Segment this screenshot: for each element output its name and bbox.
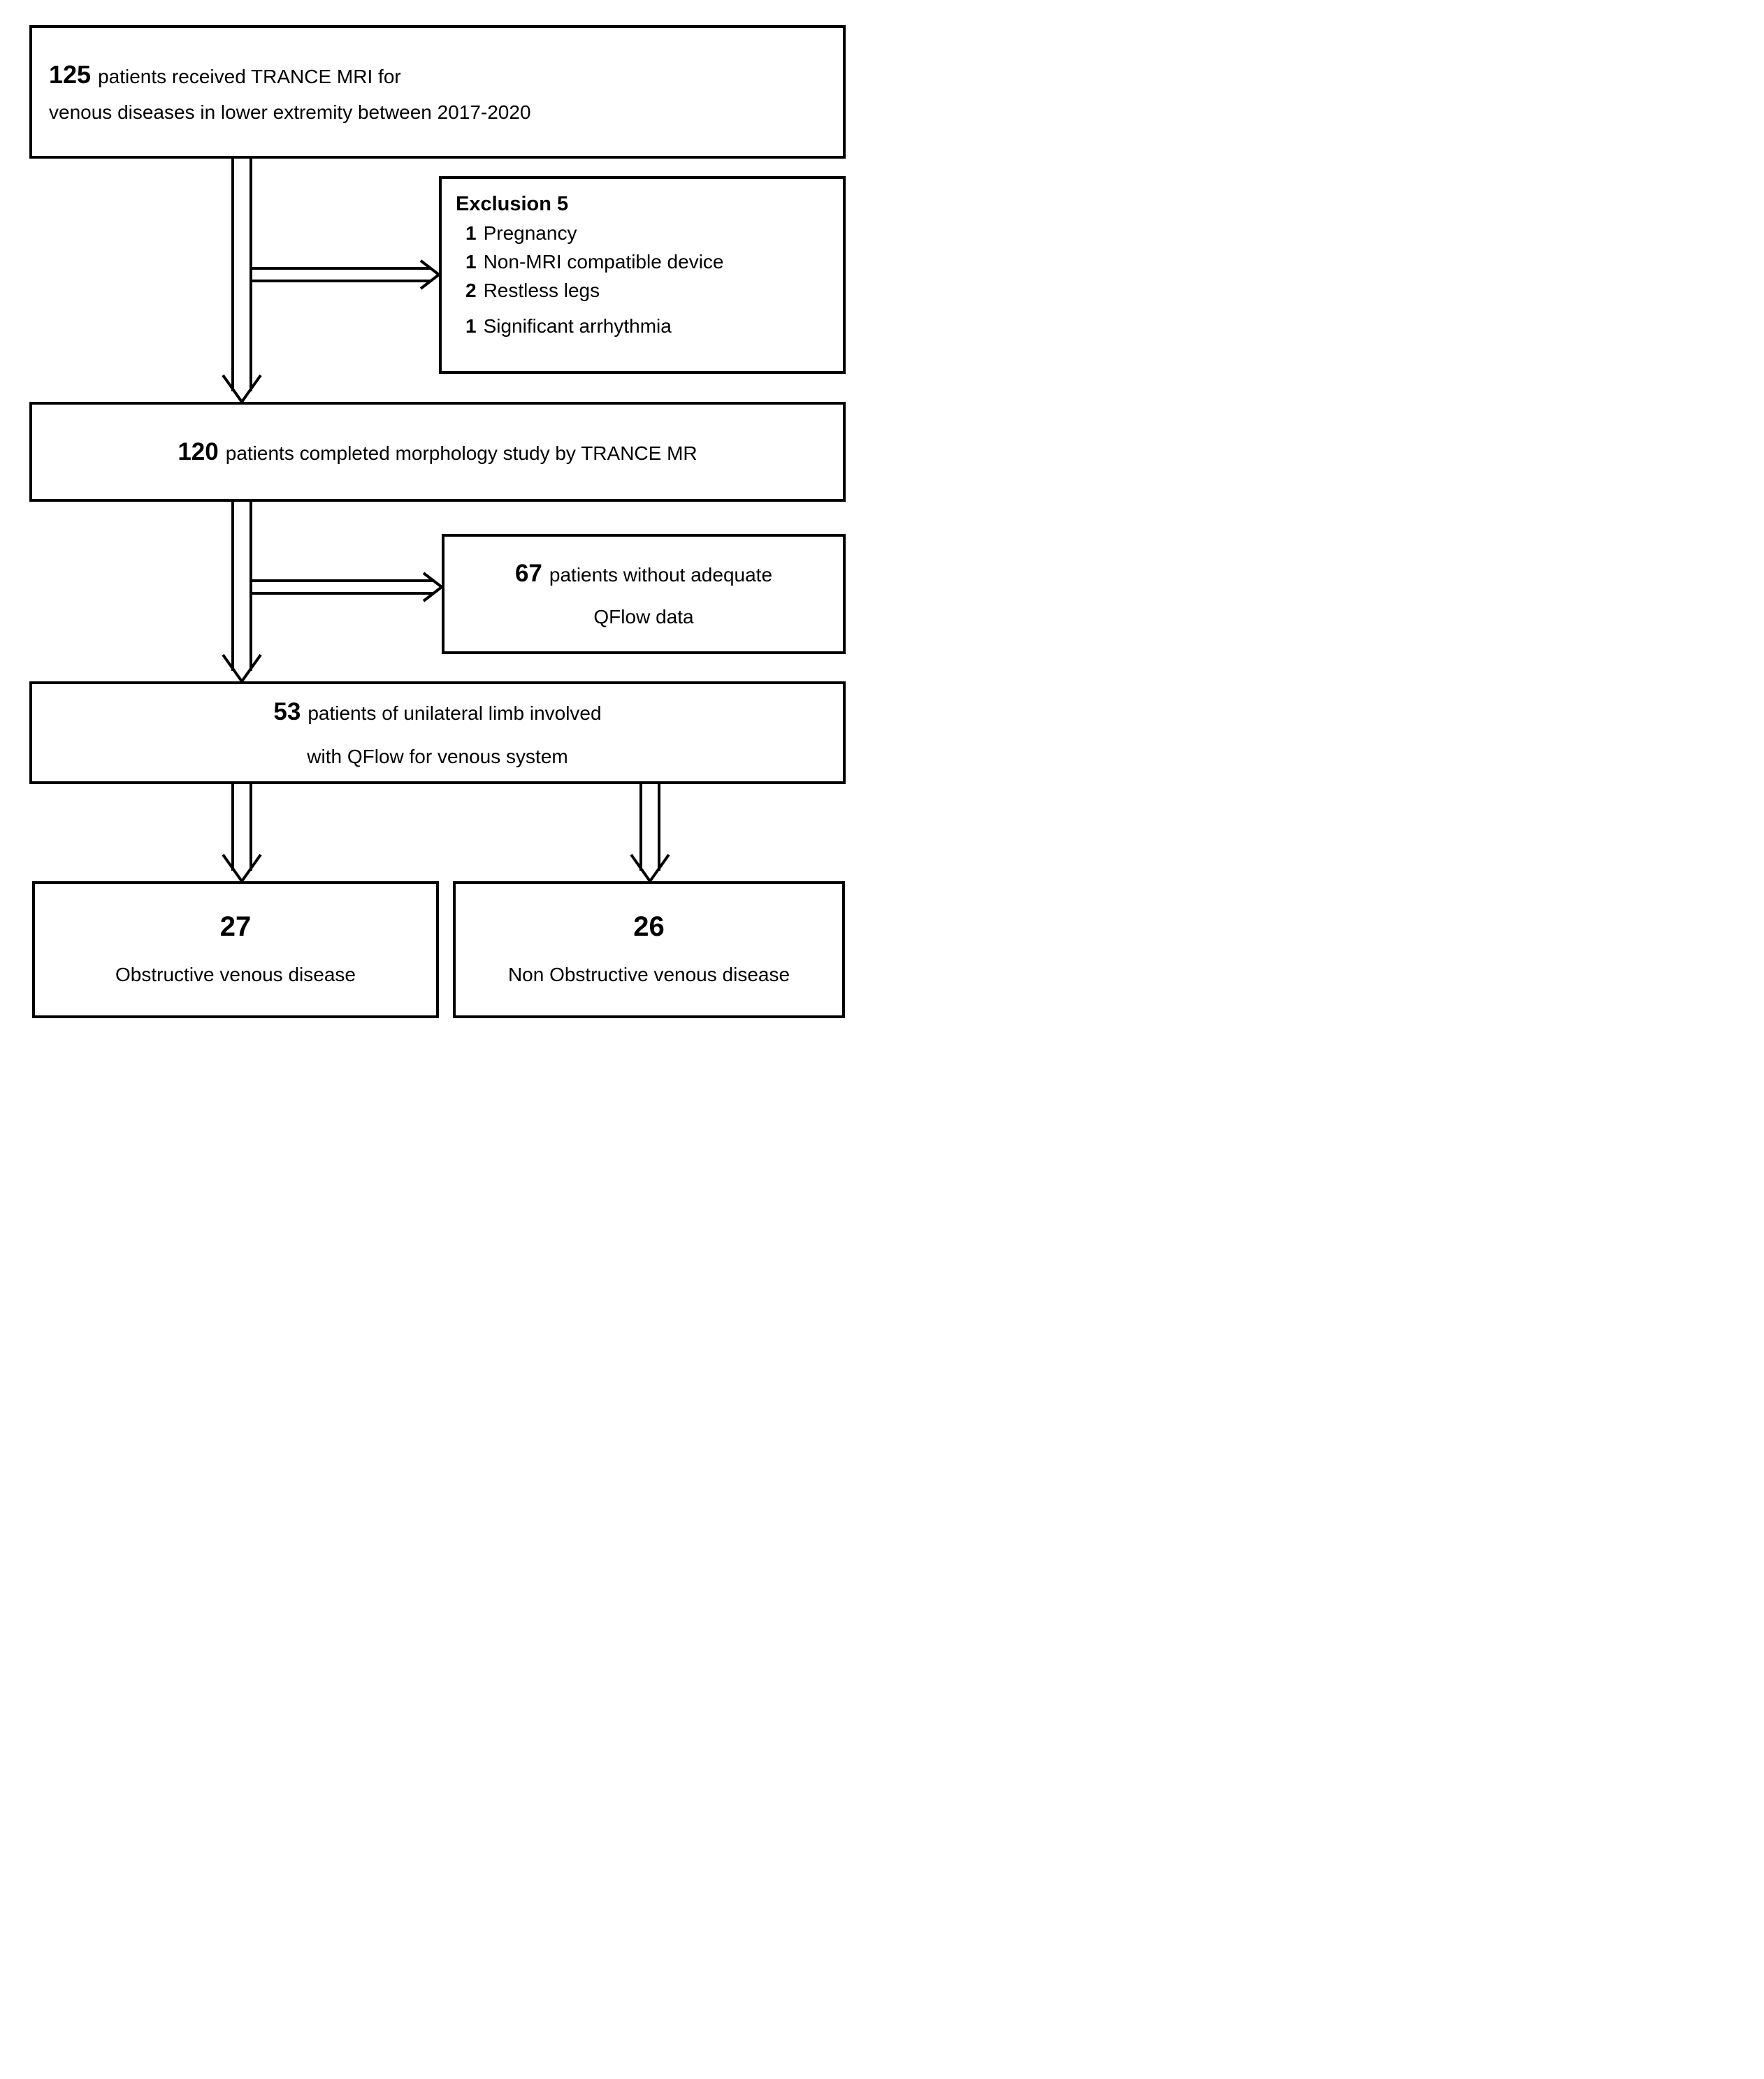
arrow-to-obstructive-icon	[222, 783, 262, 884]
obstructive-label: Obstructive venous disease	[115, 964, 356, 986]
morphology-text: patients completed morphology study by T…	[225, 442, 697, 464]
box-initial-cohort: 125 patients received TRANCE MRI for veno…	[29, 25, 846, 159]
exclusion-item-reason: Significant arrhythmia	[483, 315, 672, 337]
exclusion-item: 1 Non-MRI compatible device	[465, 247, 837, 276]
morphology-line: 120 patients completed morphology study b…	[178, 437, 697, 467]
exclusion-item-reason: Pregnancy	[483, 222, 577, 244]
box-obstructive: 27 Obstructive venous disease	[32, 881, 439, 1018]
cohort-count: 125	[49, 60, 92, 89]
morphology-count: 120	[178, 437, 219, 465]
arrow-morphology-to-unilateral-icon	[222, 500, 262, 684]
exclusion-item-count: 1	[465, 315, 477, 337]
box-without-qflow: 67 patients without adequate QFlow data	[442, 534, 846, 654]
obstructive-count: 27	[219, 911, 252, 943]
non-obstructive-label: Non Obstructive venous disease	[507, 964, 790, 986]
flow-diagram: 125 patients received TRANCE MRI for veno…	[0, 0, 882, 1040]
exclusion-item: 2 Restless legs	[465, 276, 837, 305]
unilateral-line2: with QFlow for venous system	[307, 745, 568, 767]
exclusion-title: Exclusion 5	[456, 193, 569, 215]
noqflow-count: 67	[514, 560, 542, 588]
unilateral-line1: 53 patients of unilateral limb involved	[273, 697, 601, 727]
noqflow-text1: patients without adequate	[549, 564, 773, 586]
noqflow-line1: 67 patients without adequate	[515, 559, 772, 588]
arrow-to-noqflow-icon	[250, 572, 444, 602]
exclusion-item: 1 Pregnancy	[465, 219, 837, 247]
cohort-text1: patients received TRANCE MRI for	[98, 66, 401, 88]
arrow-to-exclusion-icon	[250, 259, 442, 290]
arrow-to-nonobstructive-icon	[630, 783, 670, 884]
box-morphology-study: 120 patients completed morphology study b…	[29, 402, 846, 502]
exclusion-item: 1 Significant arrhythmia	[465, 312, 837, 340]
unilateral-text1: patients of unilateral limb involved	[308, 702, 602, 724]
exclusion-item-count: 2	[465, 280, 477, 301]
non-obstructive-count: 26	[633, 911, 665, 943]
cohort-line2: venous diseases in lower extremity betwe…	[49, 101, 531, 124]
exclusion-item-count: 1	[465, 222, 477, 244]
exclusion-item-reason: Restless legs	[483, 280, 600, 301]
noqflow-line2: QFlow data	[593, 606, 694, 628]
box-unilateral-limb: 53 patients of unilateral limb involved w…	[29, 681, 846, 784]
cohort-line1: 125 patients received TRANCE MRI for	[49, 59, 843, 89]
box-non-obstructive: 26 Non Obstructive venous disease	[453, 881, 845, 1018]
exclusion-item-count: 1	[465, 251, 477, 273]
unilateral-count: 53	[273, 697, 301, 725]
exclusion-item-reason: Non-MRI compatible device	[483, 251, 724, 273]
